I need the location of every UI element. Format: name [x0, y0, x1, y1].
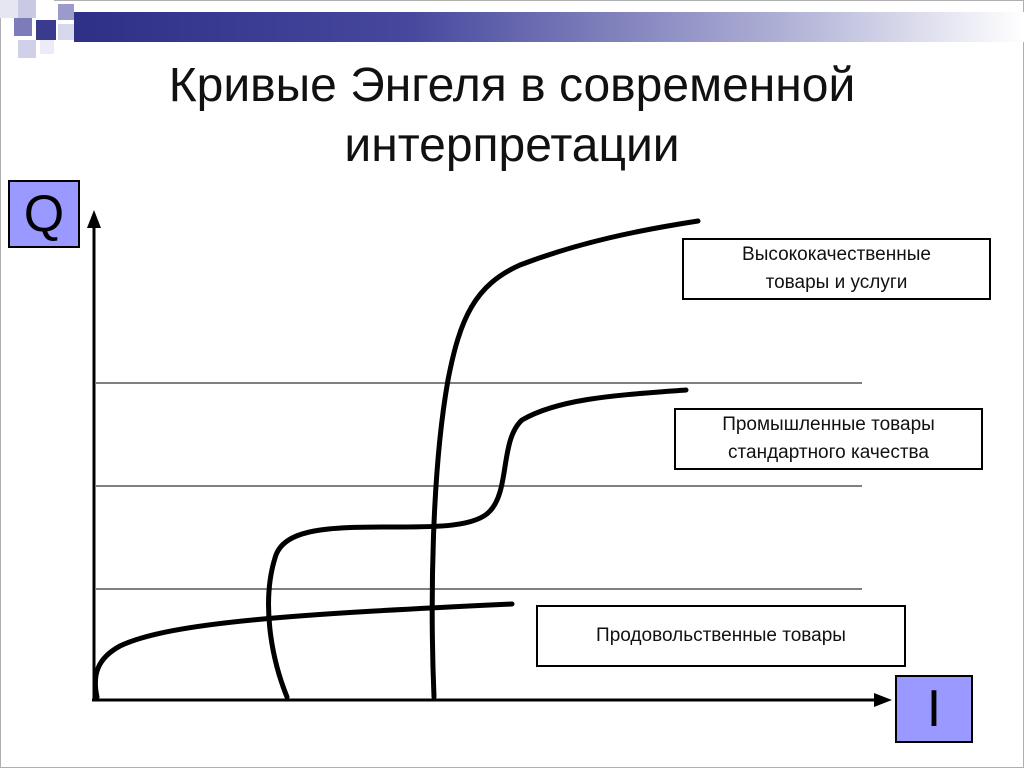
curve-industrial: [266, 387, 689, 700]
title-line-2: интерпретации: [344, 119, 680, 172]
x-axis-label: I: [926, 680, 942, 738]
curve-high-quality: [429, 218, 701, 700]
label-industrial: Промышленные товары стандартного качеств…: [674, 408, 983, 470]
y-axis-label-box: Q: [8, 180, 80, 248]
label-high-quality: Высококачественные товары и услуги: [682, 238, 991, 300]
label-food: Продовольственные товары: [536, 605, 906, 667]
label-high-quality-line1: Высококачественные: [742, 244, 931, 265]
y-axis-label: Q: [23, 185, 65, 243]
title-line-1: Кривые Энгеля в современной: [168, 59, 856, 112]
x-axis-arrow: [874, 693, 892, 707]
label-industrial-line2: стандартного качества: [728, 442, 929, 463]
x-axis-label-box: I: [895, 675, 973, 743]
curve-food: [92, 601, 515, 700]
header-band: [74, 12, 1024, 42]
label-industrial-line1: Промышленные товары: [722, 414, 935, 435]
label-high-quality-line2: товары и услуги: [765, 272, 908, 293]
y-axis-arrow: [87, 210, 101, 228]
label-food-text: Продовольственные товары: [596, 625, 846, 646]
slide-title: Кривые Энгеля в современной интерпретаци…: [62, 56, 962, 176]
